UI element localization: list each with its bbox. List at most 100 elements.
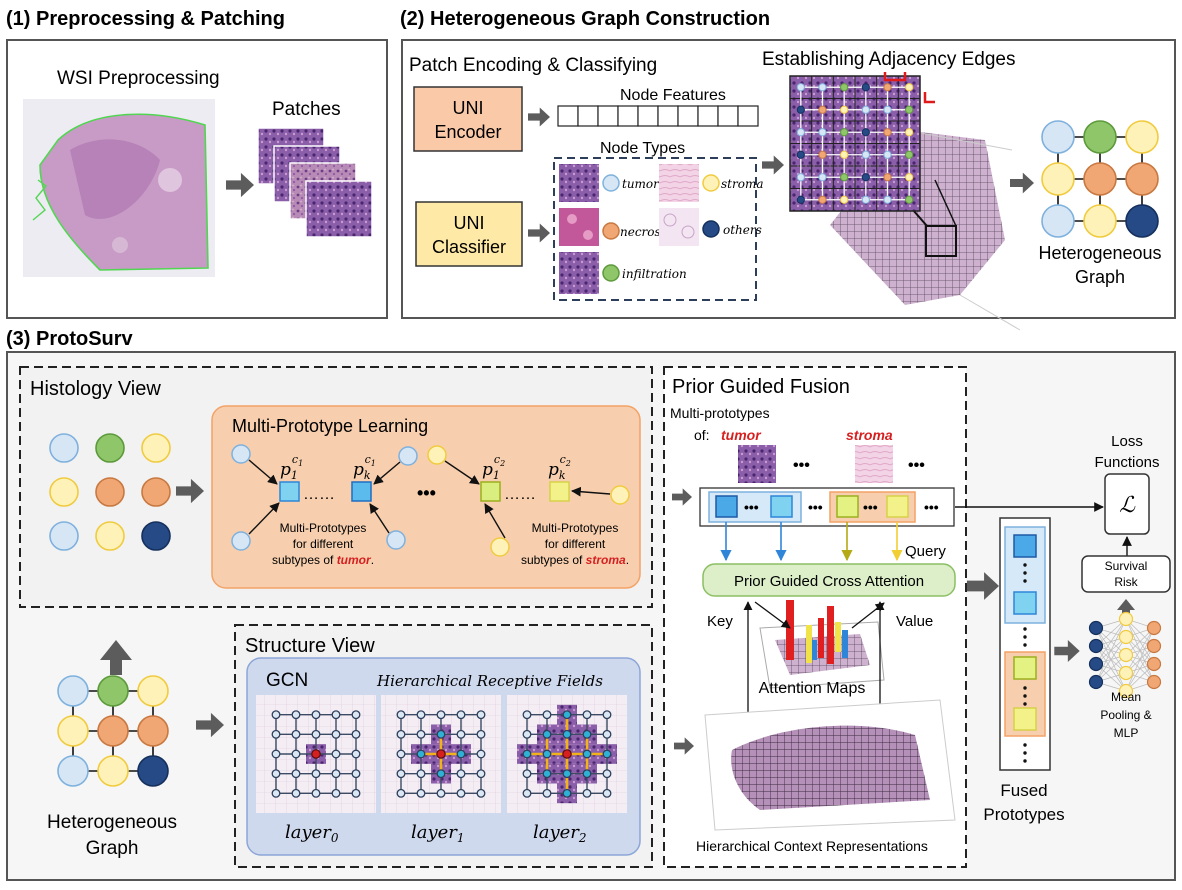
- tumor-histology-node: [49, 521, 79, 551]
- gcn-node: [582, 729, 592, 739]
- wsi-preprocessing-label: WSI Preprocessing: [57, 68, 220, 89]
- stroma-node-icon: [702, 174, 720, 192]
- zoom-node: [840, 173, 849, 182]
- node-types-label: Node Types: [600, 140, 685, 157]
- stroma-prototype-dots: ……: [504, 486, 536, 503]
- stroma-graph-node: [97, 755, 129, 787]
- zoom-node: [883, 83, 892, 92]
- svg-text:•••: •••: [863, 499, 878, 515]
- gcn-node: [416, 729, 426, 739]
- gcn-node: [436, 788, 446, 798]
- hcr-label: Hierarchical Context Representations: [696, 838, 928, 854]
- multi-prototype-box: [211, 405, 641, 589]
- query-label: Query: [905, 543, 946, 560]
- type-stroma-label: stroma: [721, 177, 763, 191]
- feature-cell: [637, 105, 659, 127]
- necrosis-graph-node: [137, 715, 169, 747]
- svg-text:subtypes of stroma.: subtypes of stroma.: [521, 553, 629, 567]
- uni-encoder-line1: UNI: [453, 98, 484, 118]
- gcn-node: [456, 788, 466, 798]
- gcn-node: [396, 749, 406, 759]
- gcn-center-node: [311, 749, 321, 759]
- svg-text:Multi-Prototypes: Multi-Prototypes: [532, 521, 619, 535]
- gcn-node: [351, 788, 361, 798]
- gcn-node: [271, 729, 281, 739]
- multi-prototype-caption-tumor: Multi-Prototypes for different subtypes …: [272, 521, 374, 567]
- gcn-node: [582, 769, 592, 779]
- feature-cell: [677, 105, 699, 127]
- zoom-node: [861, 150, 870, 159]
- gcn-node: [476, 769, 486, 779]
- survival-line1: Survival: [1105, 559, 1148, 573]
- gcn-node: [331, 710, 341, 720]
- hierarchical-context-image: [704, 699, 956, 831]
- fused-label-line2: Prototypes: [983, 805, 1064, 824]
- panel1-title: (1) Preprocessing & Patching: [6, 8, 285, 30]
- mlp-line1: Mean: [1111, 690, 1141, 704]
- mlp-neuron: [1118, 683, 1134, 699]
- gcn-node: [396, 788, 406, 798]
- gcn-node: [542, 788, 552, 798]
- tumor-prototype-dots: ……: [303, 486, 335, 503]
- zoom-node: [796, 195, 805, 204]
- structure-view-title: Structure View: [245, 635, 375, 657]
- gcn-node: [271, 788, 281, 798]
- value-label: Value: [896, 613, 933, 630]
- uni-classifier-line2: Classifier: [432, 237, 506, 257]
- node-features-label: Node Features: [620, 87, 726, 104]
- panel2-graph-line2: Graph: [1075, 267, 1125, 287]
- panel2-graph-line1: Heterogeneous: [1038, 243, 1161, 263]
- gcn-node: [416, 788, 426, 798]
- gcn-node: [522, 749, 532, 759]
- attention-maps-label: Attention Maps: [759, 680, 866, 697]
- gcn-node: [311, 710, 321, 720]
- zoom-node: [905, 128, 914, 137]
- tumor-graph-node: [57, 675, 89, 707]
- infiltration-node-icon: [602, 264, 620, 282]
- tumor-graph-node: [57, 755, 89, 787]
- gcn-node: [351, 729, 361, 739]
- mlp-neuron: [1146, 638, 1162, 654]
- type-others-label: others: [723, 223, 762, 237]
- zoom-node: [861, 83, 870, 92]
- fused-label-line1: Fused: [1000, 781, 1047, 800]
- gcn-node: [562, 788, 572, 798]
- mlp-neuron: [1118, 629, 1134, 645]
- gcn-node: [331, 788, 341, 798]
- gcn-node: [271, 749, 281, 759]
- infiltration-graph-node: [97, 675, 129, 707]
- zoom-node: [796, 105, 805, 114]
- stroma-graph-node: [1041, 162, 1075, 196]
- zoom-node: [861, 105, 870, 114]
- patch-encoding-label: Patch Encoding & Classifying: [409, 55, 657, 76]
- zoom-node: [840, 128, 849, 137]
- stroma-histology-node: [49, 477, 79, 507]
- gcn-node: [271, 710, 281, 720]
- patches-label: Patches: [272, 99, 341, 120]
- survival-line2: Risk: [1114, 575, 1138, 589]
- zoom-node: [796, 128, 805, 137]
- zoom-node: [818, 105, 827, 114]
- panel2-heterogeneous-graph: [1041, 120, 1159, 238]
- zoom-node: [796, 83, 805, 92]
- feature-cell: [577, 105, 599, 127]
- zoom-node: [840, 83, 849, 92]
- gcn-node: [456, 769, 466, 779]
- fusion-stroma-label: stroma: [846, 427, 893, 443]
- gcn-node: [291, 788, 301, 798]
- zoom-node: [905, 83, 914, 92]
- gcn-node: [396, 710, 406, 720]
- feature-cell: [717, 105, 739, 127]
- gcn-node: [291, 769, 301, 779]
- gcn-node: [271, 769, 281, 779]
- mlp-neuron: [1118, 665, 1134, 681]
- gcn-node: [602, 710, 612, 720]
- svg-text:layer0: layer0: [285, 822, 339, 845]
- layer-labels: layer0 layer1 layer2: [285, 822, 587, 845]
- zoom-node: [883, 128, 892, 137]
- multi-prototype-title: Multi-Prototype Learning: [232, 416, 428, 436]
- gcn-node: [522, 769, 532, 779]
- gcn-node: [311, 788, 321, 798]
- feature-cell: [597, 105, 619, 127]
